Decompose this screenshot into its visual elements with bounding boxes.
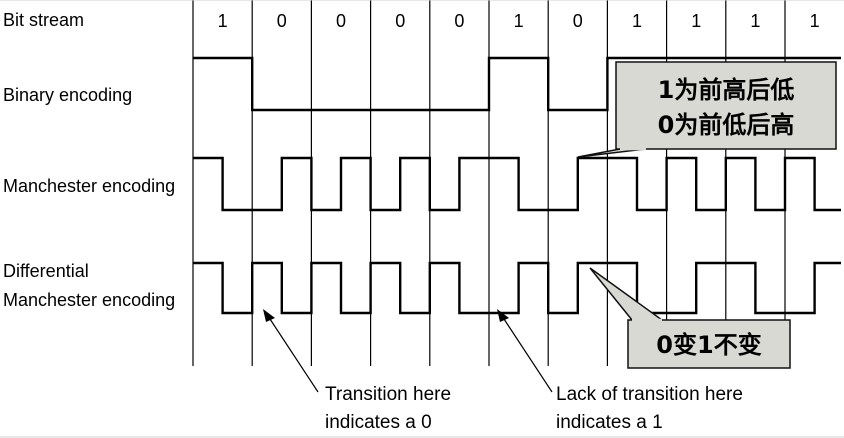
label-manchester-encoding: Manchester encoding	[3, 176, 175, 196]
callout-box-manchester-rule	[615, 61, 837, 150]
binary-encoding-waveform	[193, 56, 841, 112]
bit-value: 0	[395, 11, 405, 31]
bit-value: 1	[514, 11, 524, 31]
label-bit-stream: Bit stream	[3, 10, 84, 30]
lack-of-transition-arrow	[497, 309, 553, 393]
bit-value: 0	[336, 11, 346, 31]
differential-manchester-waveform	[193, 261, 841, 315]
callout-box-differential-rule	[627, 319, 791, 369]
bit-value: 1	[750, 11, 760, 31]
transition-arrow	[263, 309, 319, 393]
bit-value: 1	[218, 11, 228, 31]
bit-value: 1	[632, 11, 642, 31]
annotation-lack-line1: Lack of transition here	[556, 384, 743, 405]
bit-value: 1	[810, 11, 820, 31]
bit-value: 0	[277, 11, 287, 31]
callout-manchester-rule-line1: 1为前高后低	[658, 76, 795, 104]
callout-pointer-differential	[589, 267, 665, 321]
callout-manchester-rule-line2: 0为前低后高	[658, 111, 795, 139]
label-binary-encoding: Binary encoding	[3, 85, 132, 105]
manchester-encoding-waveform	[193, 156, 841, 212]
bit-value: 0	[454, 11, 464, 31]
bit-value: 0	[573, 11, 583, 31]
label-differential: Differential	[3, 261, 89, 281]
annotation-transition-line1: Transition here	[325, 384, 451, 405]
label-differential-manchester: Manchester encoding	[3, 290, 175, 310]
annotation-lack-line2: indicates a 1	[556, 412, 663, 433]
annotation-transition-line2: indicates a 0	[325, 412, 432, 433]
bit-value: 1	[691, 11, 701, 31]
bit-stream-values: 1 0 0 0 0 1 0 1 1 1 1	[218, 11, 820, 31]
callout-differential-rule: 0变1不变	[656, 331, 761, 359]
